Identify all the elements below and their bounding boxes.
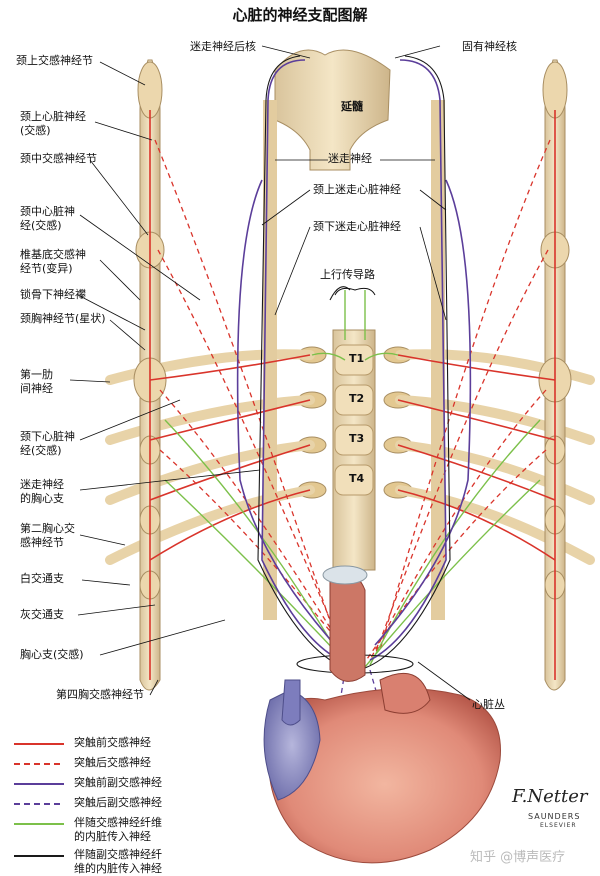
label-dorsal-vagal-nucleus: 迷走神经后核 [190, 40, 256, 53]
sympathetic-fibers [149, 110, 556, 680]
label-medulla: 延髓 [341, 100, 363, 113]
legend-label: 突触后副交感神经 [74, 796, 162, 809]
label-inferior-vagal-cardiac: 颈下迷走心脏神经 [313, 220, 401, 233]
label-ascending-tract: 上行传导路 [320, 268, 375, 281]
parasympathetic-fibers [236, 59, 472, 661]
label-thoracic-cardiac-branch: 胸心支(交感) [20, 648, 84, 661]
label-t2: T2 [349, 392, 365, 405]
legend-label: 伴随交感神经纤维 的内脏传入神经 [74, 816, 162, 843]
label-subclavian-loop: 锁骨下神经襻 [20, 288, 86, 301]
label-t4: T4 [349, 472, 365, 485]
leader-lines [69, 45, 471, 701]
legend-label: 突触后交感神经 [74, 756, 151, 769]
heart [263, 565, 501, 864]
label-middle-cervical-ganglion: 颈中交感神经节 [20, 152, 97, 165]
label-vertebral-ganglion: 椎基底交感神 经节(变异) [20, 248, 86, 275]
label-middle-cardiac-nerve: 颈中心脏神 经(交感) [20, 205, 75, 232]
legend-label: 伴随副交感神经纤 维的内脏传入神经 [74, 848, 162, 875]
legend-label: 突触前交感神经 [74, 736, 151, 749]
watermark: 知乎 @博声医疗 [470, 850, 566, 865]
label-nucleus-ambiguus: 固有神经核 [462, 40, 517, 53]
spinal-column [297, 329, 413, 571]
label-fourth-thoracic-ganglion: 第四胸交感神经节 [56, 688, 144, 701]
label-t1: T1 [349, 352, 365, 365]
medulla-shape [274, 49, 391, 171]
label-gray-ramus: 灰交通支 [20, 608, 64, 621]
label-superior-vagal-cardiac: 颈上迷走心脏神经 [313, 183, 401, 196]
legend-label: 突触前副交感神经 [74, 776, 162, 789]
artist-signature: F.Netter [512, 786, 588, 807]
label-first-intercostal: 第一肋 间神经 [20, 368, 53, 395]
publisher-logo: SAUNDERS [528, 812, 581, 821]
label-cardiac-plexus: 心脏丛 [472, 698, 505, 711]
label-inferior-cardiac-nerve: 颈下心脏神 经(交感) [20, 430, 75, 457]
label-superior-cardiac-nerve: 颈上心脏神经 (交感) [20, 110, 86, 137]
ascending-brace [334, 287, 376, 296]
postganglionic-sympathetic [154, 139, 551, 663]
label-vagus-nerve: 迷走神经 [328, 152, 372, 165]
label-vagal-thoracic-cardiac: 迷走神经 的胸心支 [20, 478, 64, 505]
label-cervicothoracic-ganglion: 颈胸神经节(星状) [20, 312, 106, 325]
label-second-thoracic-ganglion: 第二胸心交 感神经节 [20, 522, 75, 549]
vagus-trunks [263, 100, 445, 620]
label-superior-cervical-ganglion: 颈上交感神经节 [16, 54, 93, 67]
diagram-title: 心脏的神经支配图解 [232, 6, 368, 24]
publisher-sub: ELSEVIER [540, 822, 577, 829]
label-t3: T3 [349, 432, 365, 445]
label-white-ramus: 白交通支 [20, 572, 64, 585]
